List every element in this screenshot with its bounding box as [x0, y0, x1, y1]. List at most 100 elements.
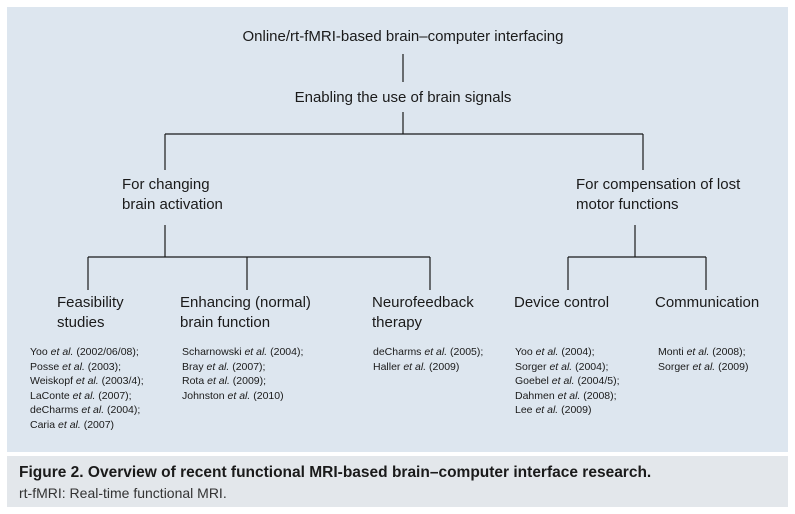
- reference-etal: et al.: [75, 375, 99, 387]
- reference-entry: Rota et al. (2009);: [182, 374, 303, 389]
- reference-part: Sorger: [515, 360, 550, 373]
- reference-part: deCharms: [30, 404, 82, 416]
- reference-etal: et al.: [62, 360, 85, 373]
- reference-part: deCharms: [373, 346, 425, 358]
- reference-part: Haller: [373, 360, 404, 373]
- reference-part: Monti: [658, 346, 687, 358]
- node-feasibility-studies: Feasibility studies: [57, 293, 124, 333]
- reference-part: (2009): [426, 360, 460, 373]
- reference-part: (2003);: [84, 360, 122, 373]
- connector-lines: [87, 54, 707, 290]
- reference-part: (2002/06/08);: [73, 346, 139, 358]
- reference-entry: Sorger et al. (2004);: [515, 360, 620, 375]
- reference-entry: LaConte et al. (2007);: [30, 389, 144, 404]
- reference-entry: Yoo et al. (2002/06/08);: [30, 345, 144, 360]
- reference-part: Rota: [182, 375, 208, 387]
- node-label-line: therapy: [372, 314, 423, 331]
- reference-etal: et al.: [424, 346, 448, 358]
- reference-part: (2008);: [580, 389, 617, 402]
- node-label-line: Enhancing (normal): [180, 294, 311, 311]
- reference-part: Dahmen: [515, 389, 558, 402]
- reference-part: Yoo: [30, 346, 51, 358]
- node-label-line: Feasibility: [57, 294, 124, 311]
- node-device-control: Device control: [514, 293, 609, 313]
- reference-etal: et al.: [227, 389, 251, 402]
- node-enabling-signals: Enabling the use of brain signals: [294, 89, 512, 106]
- reference-entry: Weiskopf et al. (2003/4);: [30, 374, 144, 389]
- node-label-line: Communication: [655, 294, 760, 311]
- reference-part: (2008);: [709, 346, 746, 358]
- reference-entry: Scharnowski et al. (2004);: [182, 345, 303, 360]
- node-changing-activation: For changing brain activation: [122, 175, 223, 215]
- reference-etal: et al.: [535, 346, 559, 358]
- reference-etal: et al.: [549, 360, 573, 373]
- reference-etal: et al.: [206, 360, 230, 373]
- reference-part: Sorger: [658, 360, 693, 373]
- reference-etal: et al.: [50, 346, 74, 358]
- reference-etal: et al.: [551, 375, 575, 387]
- node-label-line: Device control: [514, 294, 610, 311]
- reference-entry: Bray et al. (2007);: [182, 360, 303, 375]
- reference-entry: Johnston et al. (2010): [182, 389, 303, 404]
- caption: Figure 2. Overview of recent functional …: [7, 456, 788, 507]
- refs-neurofeedback: deCharms et al. (2005);Haller et al. (20…: [373, 345, 483, 374]
- node-label-line: brain activation: [122, 196, 223, 213]
- node-neurofeedback-therapy: Neurofeedback therapy: [372, 293, 474, 333]
- reference-entry: deCharms et al. (2005);: [373, 345, 483, 360]
- refs-enhancing: Scharnowski et al. (2004);Bray et al. (2…: [182, 345, 303, 403]
- reference-part: Goebel: [515, 375, 552, 387]
- reference-part: (2004);: [267, 346, 304, 358]
- node-label-line: brain function: [180, 314, 271, 331]
- caption-subtitle: rt-fMRI: Real-time functional MRI.: [19, 485, 227, 501]
- reference-part: Yoo: [515, 346, 536, 358]
- reference-etal: et al.: [72, 389, 96, 402]
- reference-etal: et al.: [535, 404, 559, 416]
- reference-part: (2007): [80, 418, 115, 431]
- reference-part: (2004);: [104, 404, 141, 416]
- reference-part: (2007);: [229, 360, 266, 373]
- node-compensation-motor: For compensation of lost motor functions: [576, 175, 740, 215]
- reference-part: Johnston: [182, 389, 228, 402]
- reference-part: (2009): [558, 404, 592, 416]
- reference-etal: et al.: [244, 346, 268, 358]
- caption-title: Figure 2. Overview of recent functional …: [19, 464, 652, 481]
- reference-entry: Dahmen et al. (2008);: [515, 389, 620, 404]
- reference-entry: Lee et al. (2009): [515, 403, 620, 418]
- node-label-line: studies: [57, 314, 105, 331]
- refs-device-control: Yoo et al. (2004);Sorger et al. (2004);G…: [515, 345, 620, 418]
- reference-etal: et al.: [58, 418, 81, 431]
- reference-entry: Monti et al. (2008);: [658, 345, 748, 360]
- reference-entry: Sorger et al. (2009): [658, 360, 748, 375]
- node-enhancing-function: Enhancing (normal) brain function: [180, 293, 311, 333]
- reference-etal: et al.: [686, 346, 710, 358]
- reference-part: (2003/4);: [98, 375, 144, 387]
- reference-etal: et al.: [557, 389, 581, 402]
- reference-part: Weiskopf: [30, 375, 76, 387]
- reference-etal: et al.: [207, 375, 230, 387]
- node-communication: Communication: [655, 293, 759, 313]
- reference-part: Lee: [515, 404, 536, 416]
- reference-entry: Yoo et al. (2004);: [515, 345, 620, 360]
- reference-part: (2009);: [229, 375, 267, 387]
- figure-panel: Online/rt-fMRI-based brain–computer inte…: [7, 7, 788, 452]
- reference-part: (2007);: [95, 389, 132, 402]
- node-label-line: For compensation of lost: [576, 176, 741, 193]
- reference-etal: et al.: [403, 360, 427, 373]
- node-label-line: For changing: [122, 176, 210, 193]
- reference-entry: deCharms et al. (2004);: [30, 403, 144, 418]
- reference-entry: Posse et al. (2003);: [30, 360, 144, 375]
- reference-part: Caria: [30, 418, 59, 431]
- refs-communication: Monti et al. (2008);Sorger et al. (2009): [658, 345, 748, 374]
- reference-entry: Haller et al. (2009): [373, 360, 483, 375]
- reference-part: (2004);: [572, 360, 609, 373]
- node-label-line: Neurofeedback: [372, 294, 474, 311]
- reference-part: (2010): [250, 389, 284, 402]
- reference-entry: Caria et al. (2007): [30, 418, 144, 433]
- reference-part: LaConte: [30, 389, 73, 402]
- reference-part: Posse: [30, 360, 63, 373]
- reference-etal: et al.: [81, 404, 105, 416]
- reference-part: (2004/5);: [574, 375, 620, 387]
- reference-part: (2005);: [447, 346, 484, 358]
- reference-part: Scharnowski: [182, 346, 245, 358]
- refs-feasibility: Yoo et al. (2002/06/08);Posse et al. (20…: [30, 345, 144, 432]
